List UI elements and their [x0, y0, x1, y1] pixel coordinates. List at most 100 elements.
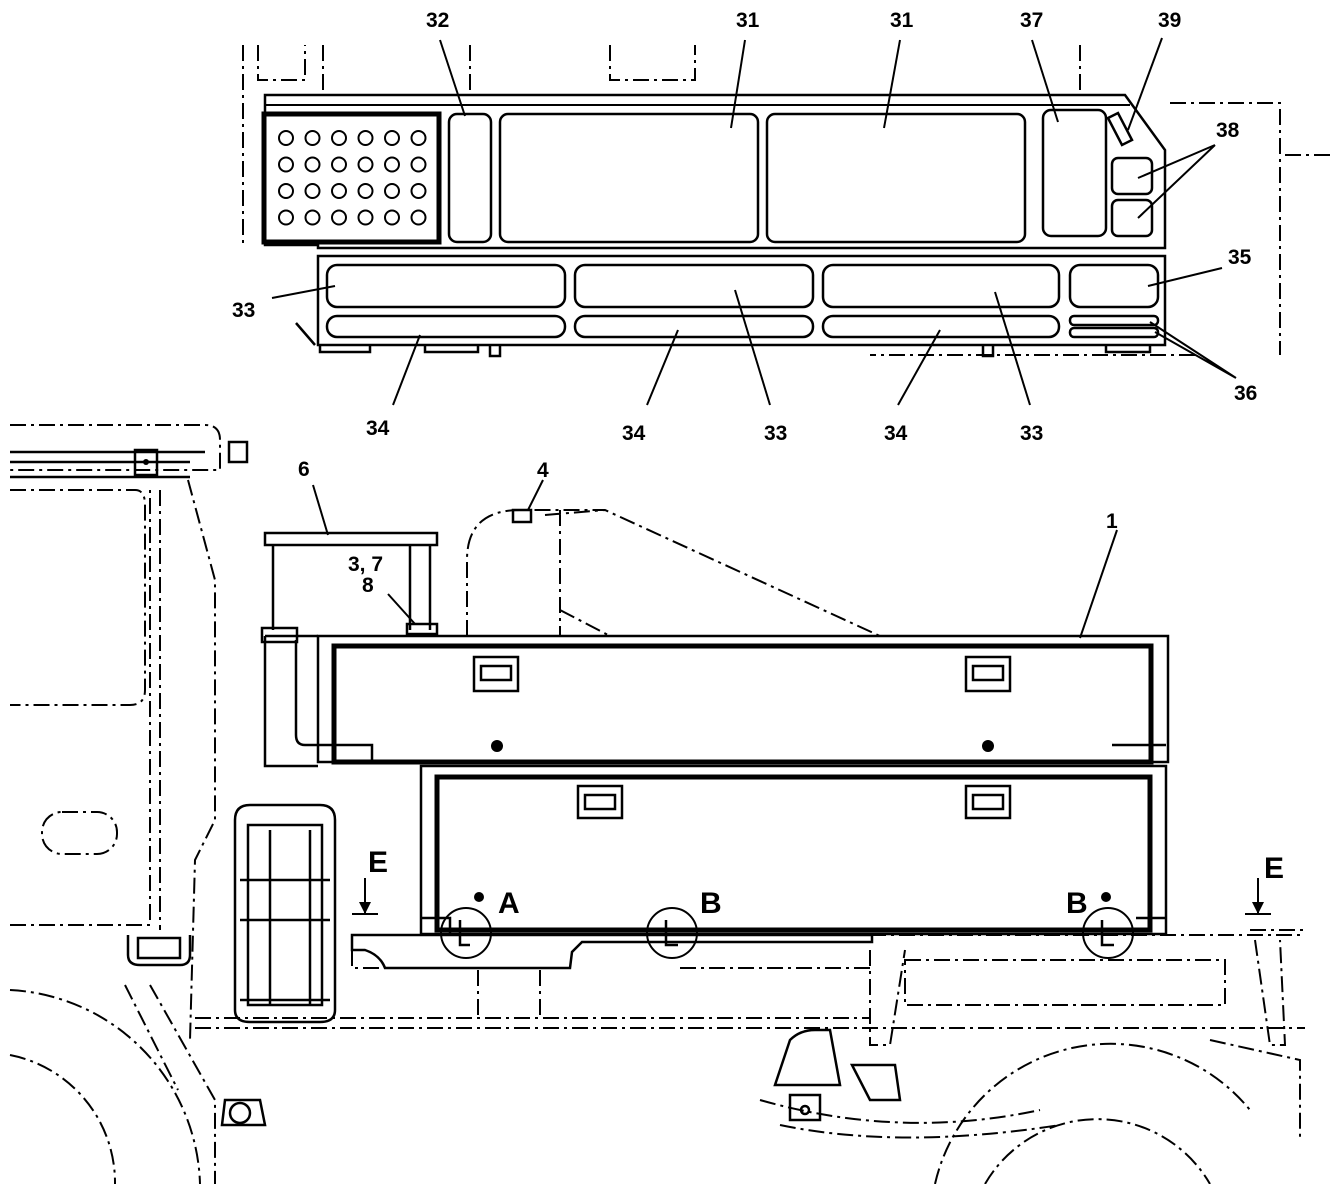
upper-latch-left — [472, 655, 520, 693]
grille-hole — [384, 209, 400, 226]
upper-toolbox-outer — [316, 634, 1170, 764]
grille-hole — [410, 156, 427, 173]
tank-inner — [240, 823, 330, 1007]
grille-hole — [357, 183, 374, 199]
label-39: 39 — [1158, 9, 1181, 32]
lower-latch-left-handle — [583, 793, 617, 811]
panel-37 — [1041, 108, 1108, 238]
label-35: 35 — [1228, 246, 1252, 269]
cab-step-inner — [136, 936, 182, 960]
lower-toolbox-outer — [419, 764, 1168, 936]
label-4: 4 — [537, 459, 549, 482]
detail-circle-b-left — [646, 907, 698, 959]
lower-latch-left — [576, 784, 624, 820]
label-31-left: 31 — [736, 9, 760, 32]
label-8: 8 — [362, 574, 374, 597]
side-bin — [263, 634, 318, 768]
label-section-e-right: E — [1264, 852, 1284, 885]
chassis-frame-upper — [195, 934, 1305, 1029]
upper-box-outline — [263, 93, 1167, 250]
tank-outline — [233, 803, 337, 1024]
grille-hole — [304, 183, 321, 199]
label-detail-a: A — [498, 887, 520, 920]
cab-roof-rail — [10, 450, 205, 479]
grille-hole — [410, 183, 427, 199]
label-3-7: 3, 7 — [348, 553, 383, 576]
rear-axle-hangers — [869, 939, 1287, 1046]
label-34-right: 34 — [884, 422, 908, 445]
upper-toolbox-feet — [318, 743, 1166, 762]
beam-cap — [511, 508, 533, 524]
cab-step — [126, 935, 192, 967]
upper-lock-left — [491, 740, 503, 752]
label-37: 37 — [1020, 9, 1043, 32]
grille-hole — [331, 209, 347, 226]
rail-supports — [477, 970, 541, 1018]
grille-hole — [304, 209, 321, 226]
grille-frame — [261, 111, 442, 245]
grille-hole — [384, 130, 400, 146]
panel-31-left — [498, 112, 760, 244]
upper-latch-right — [964, 655, 1012, 693]
strip-36-lower — [1068, 326, 1160, 339]
panel-33-a — [325, 263, 567, 309]
panel-31-right — [765, 112, 1027, 244]
label-33-left: 33 — [232, 299, 255, 322]
lower-toolbox-feet — [421, 916, 1166, 934]
cab-outline — [10, 424, 221, 1041]
grille-hole — [357, 209, 374, 226]
side-view-leaders — [312, 479, 1118, 639]
roof-clip — [227, 440, 249, 464]
label-32: 32 — [426, 9, 449, 32]
detail-circle-b-right — [1082, 907, 1134, 959]
strip-34-c — [821, 314, 1061, 339]
beam-outline — [466, 509, 881, 637]
lower-box-outline — [316, 254, 1167, 347]
label-33-right: 33 — [1020, 422, 1043, 445]
panel-33-b — [573, 263, 815, 309]
label-38: 38 — [1216, 119, 1240, 142]
detail-hooks — [458, 920, 1114, 947]
panel-35 — [1068, 263, 1160, 309]
grille-hole — [331, 183, 347, 199]
grille-hole — [384, 156, 400, 173]
roof-bracket-bolt — [143, 459, 149, 465]
lower-toolbox-door — [434, 774, 1153, 933]
grille-hole — [410, 130, 427, 146]
label-34-left: 34 — [366, 417, 390, 440]
section-arrowhead-e-left — [359, 902, 371, 914]
rear-hanger — [849, 1063, 902, 1102]
grille-hole — [278, 183, 294, 199]
mounting-rail-lower — [351, 929, 1305, 969]
grille-hole — [331, 130, 347, 146]
label-detail-b-left: B — [700, 887, 722, 920]
ventilation-grille — [261, 111, 442, 245]
cab-handle — [41, 811, 118, 855]
upper-latch-left-handle — [479, 664, 513, 682]
top-view-context-lines — [242, 45, 1330, 356]
part-38-lower — [1110, 198, 1154, 238]
section-arrowhead-e-right — [1252, 902, 1264, 914]
front-shackle — [228, 1101, 252, 1125]
top-view-feet — [295, 322, 1152, 358]
top-view: 32 31 31 37 39 38 35 36 33 34 34 33 34 3… — [232, 9, 1330, 445]
side-view: 1 4 6 3, 7 8 E E A B B — [9, 424, 1305, 1184]
grille-hole — [331, 156, 347, 173]
front-wheel — [9, 989, 201, 1184]
grille-hole — [357, 130, 374, 146]
front-mudguard — [124, 984, 216, 1184]
label-1: 1 — [1106, 510, 1118, 533]
stand-foot — [405, 622, 439, 636]
top-view-leaders — [271, 37, 1237, 406]
grille-hole — [357, 156, 374, 173]
grille-hole — [304, 130, 321, 146]
detail-dot-a — [474, 892, 484, 902]
panel-32 — [447, 112, 493, 244]
lower-latch-right — [964, 784, 1012, 820]
support-stand — [263, 531, 439, 630]
mounting-rail — [350, 933, 874, 970]
strip-34-a — [325, 314, 567, 339]
strip-36-upper — [1068, 314, 1160, 327]
grille-hole — [278, 130, 294, 146]
